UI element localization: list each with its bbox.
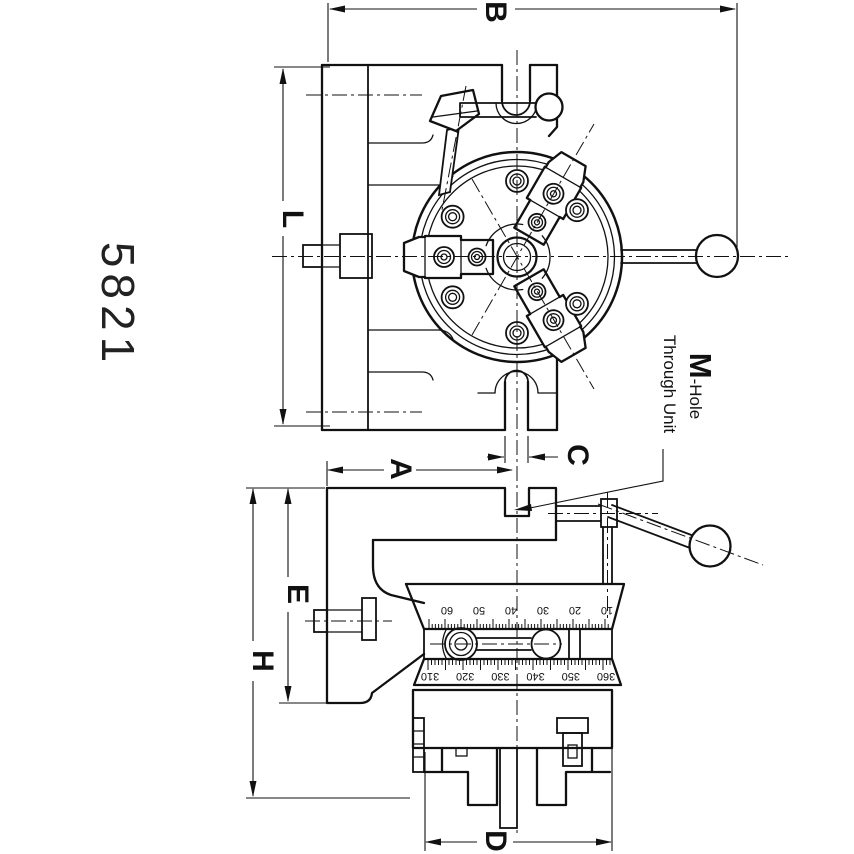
front-view: B L [274, 1, 740, 432]
dim-label-E: E [281, 584, 314, 604]
dial-number: 60 [441, 604, 453, 616]
dial-number: 50 [473, 604, 485, 616]
dimension-E: E [279, 488, 326, 704]
callout-leader [514, 449, 664, 511]
dial-number: 340 [526, 670, 544, 682]
side-handle-ball [688, 524, 732, 568]
clamp-pin [428, 88, 481, 197]
dim-label-B: B [479, 1, 512, 23]
side-body [313, 486, 618, 705]
dim-label-L: L [276, 210, 309, 228]
dial-number: 30 [537, 604, 549, 616]
dial-number: 360 [597, 670, 615, 682]
dial-number: 20 [569, 604, 581, 616]
clamp-ball [534, 92, 564, 122]
jaw-upper-right [513, 150, 587, 246]
dim-label-H: H [246, 650, 279, 672]
clamp-bar [459, 92, 564, 122]
dimension-L: L [274, 66, 330, 427]
callout-line2: Through Unit [660, 335, 679, 434]
dimension-C: C [487, 436, 594, 466]
dial-number: 350 [562, 670, 580, 682]
dial-number: 320 [456, 670, 474, 682]
dial-number: 310 [421, 670, 439, 682]
dial-lower-ticks [427, 660, 611, 670]
center-jaw [499, 747, 518, 829]
part-number: 5821 [92, 242, 144, 368]
dial-lower-numbers: 310 320 330 340 350 360 [421, 670, 615, 682]
side-handle [607, 504, 732, 568]
dimension-D: D [424, 695, 613, 852]
dimension-A: A [326, 458, 513, 486]
dim-label-A: A [384, 458, 417, 480]
rear-jaw [556, 717, 589, 767]
chuck-side [411, 688, 614, 829]
dial-number: 40 [505, 604, 517, 616]
m-hole-callout: M-Hole Through Unit [660, 335, 718, 434]
dimension-B: B [327, 1, 738, 252]
dim-label-C: C [561, 444, 594, 466]
centerlines [272, 50, 788, 833]
dimension-H: H [246, 487, 410, 799]
side-key-block [361, 597, 377, 641]
dial-number: 330 [491, 670, 509, 682]
dial-upper-ticks [428, 619, 609, 629]
callout-line1: M-Hole [683, 353, 718, 419]
chuck-bolts [440, 169, 589, 345]
dim-label-D: D [479, 830, 512, 852]
